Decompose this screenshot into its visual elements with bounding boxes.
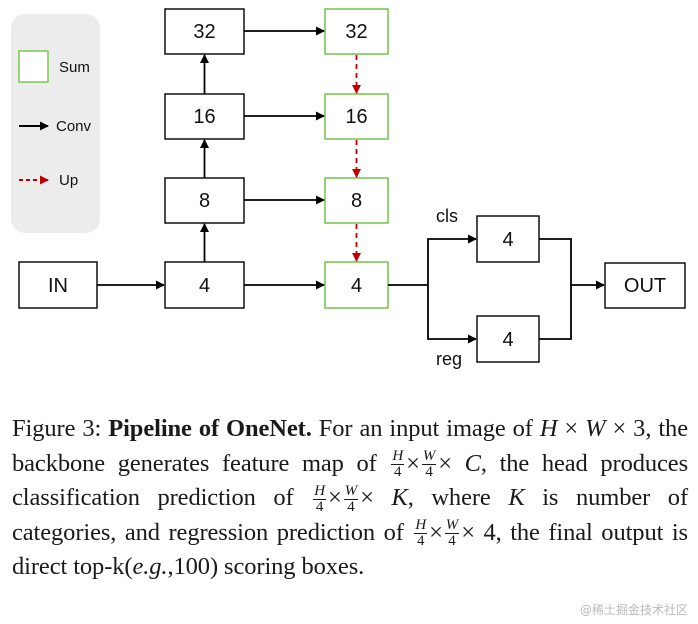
backbone-node-16: 16	[164, 93, 245, 140]
caption-part3: the head produces classification predict…	[12, 449, 689, 512]
legend-sum-label: Sum	[59, 59, 90, 76]
backbone-node-16-label: 16	[193, 106, 215, 128]
fpn-node-32-label: 32	[345, 21, 367, 43]
onenet-pipeline-diagram: Sum Conv Up IN 4 8 16 32 4	[11, 8, 686, 369]
fpn-node-16: 16	[324, 93, 389, 140]
legend: Sum Conv Up	[11, 14, 100, 233]
head-reg-node-label: 4	[502, 329, 513, 351]
branch-label-reg: reg	[436, 349, 462, 369]
head-reg-node: 4	[476, 315, 540, 363]
caption-part6: the final output is direct top-k(	[12, 518, 688, 581]
conv-arrows	[97, 26, 605, 344]
backbone-node-32-label: 32	[193, 21, 215, 43]
output-node: OUT	[604, 262, 686, 309]
fpn-column: 4 8 16 32	[324, 8, 389, 309]
arrow-split-to-cls	[427, 234, 477, 285]
backbone-node-4: 4	[164, 261, 245, 309]
arrow-cls-to-merge	[539, 238, 572, 285]
figure-caption: Figure 3: Pipeline of OneNet. For an inp…	[12, 415, 689, 581]
output-node-label: OUT	[624, 275, 666, 297]
caption-part7: ,100) scoring boxes.	[167, 553, 365, 580]
fpn-node-8-label: 8	[351, 190, 362, 212]
caption-part5: is number of categories, and regression …	[12, 484, 689, 546]
input-node-label: IN	[48, 275, 68, 297]
head-cls-node-label: 4	[502, 229, 513, 251]
backbone-node-4-label: 4	[199, 275, 210, 297]
branch-label-cls: cls	[436, 206, 458, 226]
fpn-node-8: 8	[324, 177, 389, 224]
caption-part2: the backbone generates feature map of	[12, 415, 688, 477]
head-cls-node: 4	[476, 215, 540, 263]
fpn-node-4-label: 4	[351, 275, 362, 297]
arrow-split-to-reg	[427, 285, 477, 344]
legend-conv-label: Conv	[56, 118, 92, 135]
fpn-node-4: 4	[324, 261, 389, 309]
legend-sum-swatch	[18, 50, 49, 83]
backbone-node-8: 8	[164, 177, 245, 224]
legend-up-label: Up	[59, 172, 78, 189]
arrow-reg-to-merge	[539, 285, 572, 340]
caption-title: Pipeline of OneNet.	[108, 415, 312, 442]
fpn-node-32: 32	[324, 8, 389, 55]
fpn-node-16-label: 16	[345, 106, 367, 128]
caption-figure-label: Figure 3:	[12, 415, 102, 442]
backbone-node-8-label: 8	[199, 190, 210, 212]
input-node: IN	[18, 261, 98, 309]
backbone-node-32: 32	[164, 8, 245, 55]
watermark: @稀土掘金技术社区	[579, 603, 688, 617]
caption-part1: For an input image of	[318, 415, 533, 442]
caption-part4: where	[431, 484, 491, 511]
